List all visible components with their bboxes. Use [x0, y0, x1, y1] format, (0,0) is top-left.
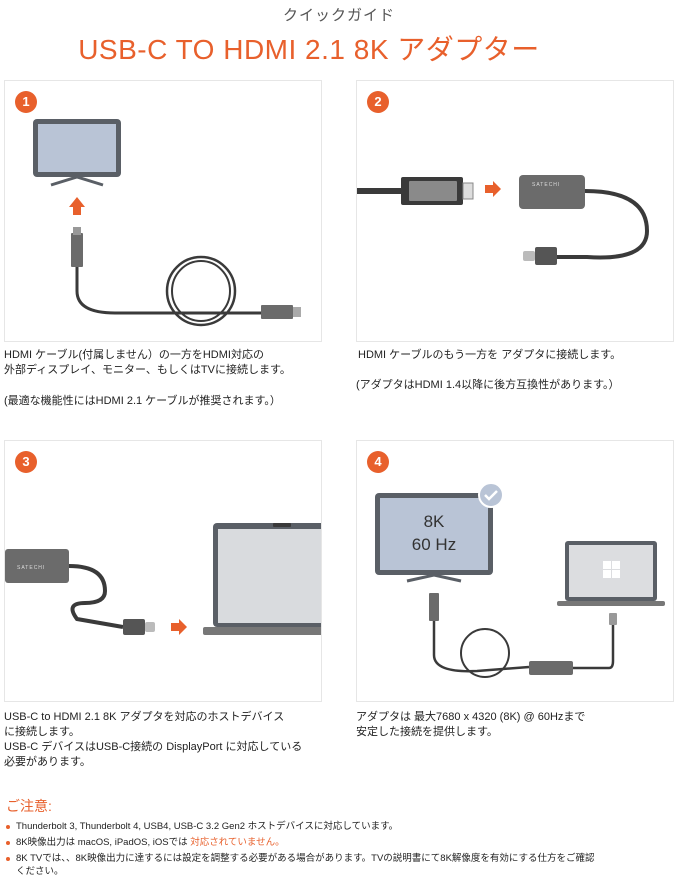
step-1-number: 1 — [15, 91, 37, 113]
step-1-illustration — [33, 119, 301, 327]
step-3-caption-line-2: に接続します。 — [4, 726, 80, 738]
check-badge-icon — [478, 482, 504, 508]
notice-item-2-highlight: 対応されていません。 — [190, 837, 285, 848]
step-4-caption-line-1: アダプタは 最大7680 x 4320 (8K) @ 60Hzまで — [356, 711, 586, 723]
laptop-notch — [273, 523, 291, 527]
usb-c-tip — [145, 622, 155, 632]
notice-item-3-text-cont: ください。 — [16, 866, 64, 877]
step-1-caption: HDMI ケーブル(付属しません）の一方をHDMI対応の 外部ディスプレイ、モニ… — [4, 348, 334, 378]
adapter-body — [529, 661, 573, 675]
up-arrow-icon — [69, 197, 85, 215]
step-1-caption-line-1: HDMI ケーブル(付属しません）の一方をHDMI対応の — [4, 349, 264, 361]
laptop-screen — [218, 529, 321, 623]
step-3-caption-line-3: USB-C デバイスはUSB-C接続の DisplayPort に対応している — [4, 741, 303, 753]
notice-item-1-text: Thunderbolt 3, Thunderbolt 4, USB4, USB-… — [16, 821, 399, 832]
step-1-caption-line-2: 外部ディスプレイ、モニター、もしくはTVに接続します。 — [4, 364, 291, 376]
hdmi-connector-tip — [462, 182, 474, 200]
usb-c-plug — [123, 619, 145, 635]
notice-item-2: 8K映像出力は macOS, iPadOS, iOSでは 対応されていません。 — [4, 836, 674, 849]
monitor-stand — [406, 573, 462, 583]
hdmi-plug-b — [261, 305, 293, 319]
bullet-icon — [6, 841, 10, 845]
adapter-body — [5, 549, 69, 583]
guide-subtitle: クイックガイド — [282, 7, 395, 24]
monitor-text-8k: 8K — [424, 512, 445, 531]
adapter-logo: SATECHI — [17, 565, 45, 571]
tv-stand — [50, 175, 104, 187]
cable-coil — [460, 628, 510, 678]
hdmi-cable — [432, 621, 530, 673]
step-2-illustration: SATECHI — [357, 175, 650, 265]
step-2-note: (アダプタはHDMI 1.4以降に後方互換性があります。） — [356, 379, 620, 391]
step-3-number: 3 — [15, 451, 37, 473]
bullet-icon — [6, 857, 10, 861]
notice-item-3-text: 8K TVでは、、8K映像出力に達するには設定を調整する必要がある場合があります… — [16, 853, 595, 864]
step-4-panel: 4 8K 60 Hz — [356, 440, 674, 702]
usb-c-tip — [523, 251, 535, 261]
hdmi-connector-shell — [409, 181, 457, 201]
step-3-caption: USB-C to HDMI 2.1 8K アダプタを対応のホストデバイス に接続… — [4, 710, 344, 770]
hdmi-tip-a — [73, 227, 81, 235]
notice-item-1: Thunderbolt 3, Thunderbolt 4, USB4, USB-… — [4, 820, 674, 833]
usb-c-plug — [535, 247, 557, 265]
adapter-logo: SATECHI — [532, 182, 560, 188]
windows-logo-tr — [612, 561, 620, 569]
notice-list: Thunderbolt 3, Thunderbolt 4, USB4, USB-… — [4, 820, 674, 881]
notice-item-3: 8K TVでは、、8K映像出力に達するには設定を調整する必要がある場合があります… — [4, 852, 674, 878]
step-3-illustration: SATECHI — [5, 523, 321, 635]
monitor-text-60hz: 60 Hz — [412, 535, 456, 554]
step-3-caption-line-4: 必要があります。 — [4, 756, 91, 768]
step-4-illustration: 8K 60 Hz — [375, 482, 665, 678]
adapter-cable — [68, 564, 124, 629]
usb-c-cable — [573, 625, 615, 670]
step-3-caption-line-1: USB-C to HDMI 2.1 8K アダプタを対応のホストデバイス — [4, 711, 285, 723]
windows-logo-br — [612, 570, 620, 578]
bullet-icon — [6, 825, 10, 829]
usb-c-plug — [609, 613, 617, 625]
notice-title: ご注意: — [6, 798, 52, 814]
laptop-base — [203, 627, 321, 635]
step-4-caption-line-2: 安定した接続を提供します。 — [356, 726, 498, 738]
monitor-screen — [380, 498, 488, 570]
windows-logo-bl — [603, 570, 611, 578]
adapter-body — [519, 175, 585, 209]
right-arrow-icon — [171, 619, 187, 635]
right-arrow-icon — [485, 181, 501, 197]
hdmi-plug — [429, 593, 439, 621]
step-2-number: 2 — [367, 91, 389, 113]
step-2-panel: 2 SATECHI — [356, 80, 674, 342]
windows-logo-tl — [603, 561, 611, 569]
laptop-base — [557, 601, 665, 606]
step-1-note: (最適な機能性にはHDMI 2.1 ケーブルが推奨されます。） — [4, 395, 281, 407]
hdmi-plug-a — [71, 233, 83, 267]
hdmi-tip-b — [293, 307, 301, 317]
step-2-caption-line-1: HDMI ケーブルのもう一方を アダプタに接続します。 — [358, 349, 622, 361]
guide-title: USB-C TO HDMI 2.1 8K アダプター — [78, 34, 540, 65]
cable-coil-1 — [165, 255, 237, 327]
tv-screen — [38, 124, 116, 172]
cable-coil-2 — [171, 260, 231, 322]
notice-item-2-text: 8K映像出力は macOS, iPadOS, iOSでは — [16, 837, 191, 848]
adapter-cable — [557, 189, 650, 260]
step-4-caption: アダプタは 最大7680 x 4320 (8K) @ 60Hzまで 安定した接続… — [356, 710, 676, 740]
step-2-caption: HDMI ケーブルのもう一方を アダプタに接続します。 — [358, 348, 678, 363]
step-4-number: 4 — [367, 451, 389, 473]
step-3-panel: 3 SATECHI — [4, 440, 322, 702]
check-mark-icon — [484, 490, 498, 501]
step-1-panel: 1 — [4, 80, 322, 342]
cable-1 — [75, 267, 261, 315]
